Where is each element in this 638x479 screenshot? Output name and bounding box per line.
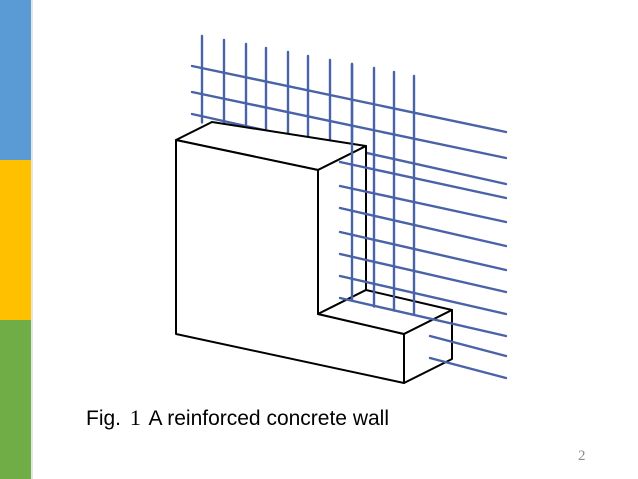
accent-bar-green	[0, 320, 31, 479]
accent-bar-divider	[31, 0, 33, 479]
concrete-wall	[175, 121, 453, 384]
rebar-grid-front	[338, 62, 508, 380]
accent-bar-blue	[0, 0, 31, 160]
horizontal-rebar	[428, 334, 508, 358]
caption-prefix: Fig.	[86, 407, 122, 430]
figure-caption: Fig. 1 A reinforced concrete wall	[86, 405, 389, 431]
horizontal-rebar	[190, 64, 508, 134]
horizontal-rebar	[428, 356, 508, 380]
footing-side-face	[403, 309, 453, 384]
horizontal-rebar	[338, 184, 508, 224]
page-number: 2	[578, 448, 586, 464]
horizontal-rebar	[338, 230, 508, 272]
horizontal-rebar	[338, 252, 508, 294]
horizontal-rebar	[338, 274, 508, 316]
horizontal-rebar	[338, 206, 508, 248]
horizontal-rebar	[338, 296, 508, 338]
caption-number: 1	[129, 405, 141, 430]
horizontal-rebar	[190, 90, 508, 160]
wall-side-face	[317, 145, 367, 315]
accent-bar-yellow	[0, 160, 31, 320]
caption-text: A reinforced concrete wall	[148, 407, 390, 430]
horizontal-rebar	[338, 160, 508, 200]
